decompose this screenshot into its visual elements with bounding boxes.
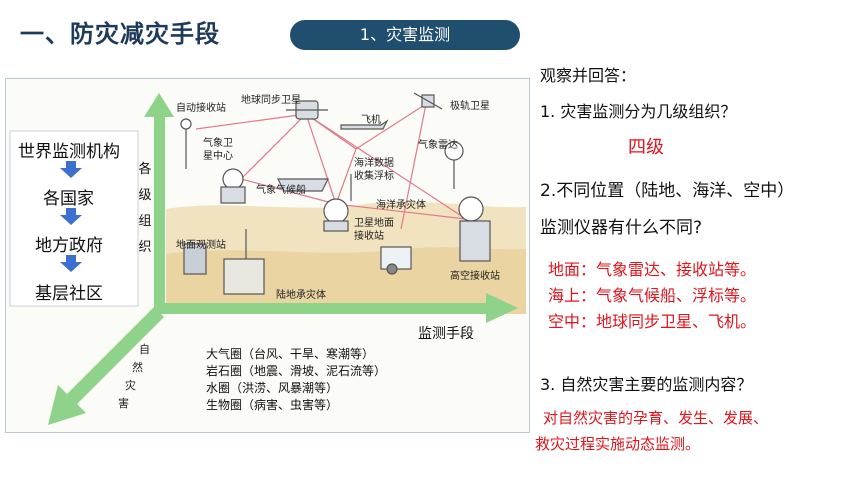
instruments — [180, 92, 491, 295]
question-2-line1: 2.不同位置（陆地、海洋、空中） — [540, 181, 795, 201]
observation-building — [223, 258, 265, 295]
answer-2-sea: 海上：气象气候船、浮标等。 — [548, 286, 757, 305]
monitoring-diagram: 世界监测机构 各国家 地方政府 基层社区 各 级 组 织 监测手段 自 然 灾 … — [5, 78, 530, 433]
label-ground-station-2: 接收站 — [354, 231, 384, 242]
right-arrow-icon — [486, 293, 518, 323]
down-arrow-icon — [60, 255, 82, 272]
plane-icon — [340, 119, 389, 130]
org-country: 各国家 — [43, 189, 94, 209]
weather-center-building — [220, 186, 246, 204]
signal-lines — [195, 103, 467, 230]
ship-icon — [277, 178, 329, 192]
axes — [48, 93, 518, 425]
sphere-hydrosphere: 水圈（洪涝、风暴潮等） — [206, 381, 339, 395]
label-weather-ship: 气象气候船 — [256, 185, 306, 196]
question-3: 3. 自然灾害主要的监测内容？ — [540, 375, 753, 394]
diagonal-arrow-icon — [48, 385, 86, 425]
diagonal-axis — [66, 307, 164, 405]
label-surface-station: 地面观测站 — [176, 240, 226, 251]
answer-2-air: 空中：地球同步卫星、飞机。 — [548, 312, 757, 331]
label-high-station: 高空接收站 — [450, 271, 500, 282]
org-world: 世界监测机构 — [18, 142, 120, 162]
answer-3-line2: 救灾过程实施动态监测。 — [535, 435, 701, 453]
label-ground-station-1: 卫星地面 — [354, 218, 394, 229]
label-ocean-data-2: 收集浮标 — [354, 171, 394, 182]
answer-3-line1: 对自然灾害的孕育、发生、发展、 — [543, 409, 769, 427]
page-title: 一、防灾减灾手段 — [20, 20, 220, 48]
label-ocean-body: 海洋承灾体 — [376, 200, 426, 211]
label-auto-station: 自动接收站 — [176, 103, 226, 114]
section-pill: 1、灾害监测 — [290, 20, 520, 50]
axis-label-methods: 监测手段 — [418, 326, 474, 342]
diag-label-2: 然 — [132, 361, 143, 374]
label-weather-center-2: 星中心 — [203, 151, 233, 162]
org-arrows — [60, 161, 82, 272]
answer-1: 四级 — [628, 137, 664, 158]
diagram-graphics — [9, 92, 526, 425]
question-2-line2: 监测仪器有什么不同? — [540, 218, 703, 238]
diag-label-3: 灾 — [125, 379, 136, 392]
label-geo-satellite: 地球同步卫星 — [241, 95, 301, 106]
diag-label-4: 害 — [118, 397, 129, 410]
high-station-dish-icon — [458, 196, 484, 222]
label-plane: 飞机 — [361, 115, 381, 126]
label-weather-center-1: 气象卫 — [203, 138, 233, 149]
sphere-biosphere: 生物圈（病害、虫害等） — [206, 398, 339, 412]
vertical-axis — [154, 114, 165, 314]
high-station-building — [459, 220, 491, 262]
down-arrow-icon — [60, 208, 82, 225]
org-local-gov: 地方政府 — [35, 236, 103, 256]
tank-icon — [183, 243, 207, 275]
label-ocean-data-1: 海洋数据 — [354, 158, 394, 169]
question-1: 1. 灾害监测分为几级组织？ — [540, 102, 737, 121]
sphere-lithosphere: 岩石圈（地震、滑坡、泥石流等） — [206, 364, 387, 378]
up-arrow-icon — [144, 93, 174, 117]
diag-label-1: 自 — [139, 343, 150, 356]
horizontal-axis — [159, 303, 489, 314]
label-land-body: 陆地承灾体 — [276, 290, 326, 301]
weather-center-dish-icon — [222, 168, 244, 190]
down-arrow-icon — [60, 161, 82, 178]
label-polar-satellite: 极轨卫星 — [450, 101, 490, 112]
axis-label-levels: 各 级 组 织 — [138, 162, 152, 255]
ground-station-dish-icon — [323, 198, 349, 224]
answer-2-land: 地面：气象雷达、接收站等。 — [548, 260, 757, 279]
label-weather-radar: 气象雷达 — [418, 140, 458, 151]
org-community: 基层社区 — [35, 284, 103, 304]
sphere-atmosphere: 大气圈（台风、干旱、寒潮等） — [206, 347, 375, 361]
question-intro: 观察并回答： — [540, 66, 637, 85]
